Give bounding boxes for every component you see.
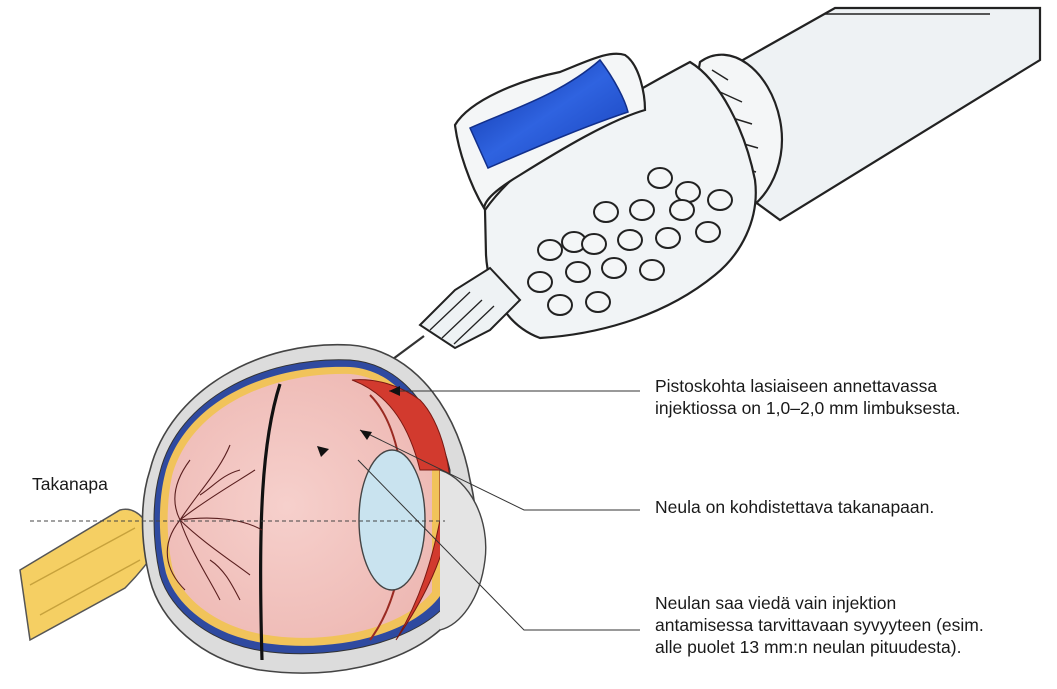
label-needle-direction: Neula on kohdistettava takanapaan. (655, 496, 934, 518)
label-needle-direction-line-1: Neula on kohdistettava takanapaan. (655, 496, 934, 518)
label-injection-site-line-2: injektiossa on 1,0–2,0 mm limbuksesta. (655, 397, 960, 419)
optic-nerve (20, 509, 160, 640)
cornea (440, 470, 486, 630)
label-injection-site: Pistoskohta lasiaiseen annettavassa inje… (655, 375, 960, 419)
label-needle-depth-line-2: antamisessa tarvittavaan syvyyteen (esim… (655, 614, 984, 636)
label-needle-depth-line-1: Neulan saa viedä vain injektion (655, 592, 984, 614)
label-injection-site-line-1: Pistoskohta lasiaiseen annettavassa (655, 375, 960, 397)
eye-cross-section (20, 345, 486, 673)
syringe (335, 8, 1040, 402)
label-needle-depth-line-3: alle puolet 13 mm:n neulan pituudesta). (655, 636, 984, 658)
label-needle-depth: Neulan saa viedä vain injektion antamise… (655, 592, 984, 658)
label-posterior-pole: Takanapa (32, 473, 108, 495)
